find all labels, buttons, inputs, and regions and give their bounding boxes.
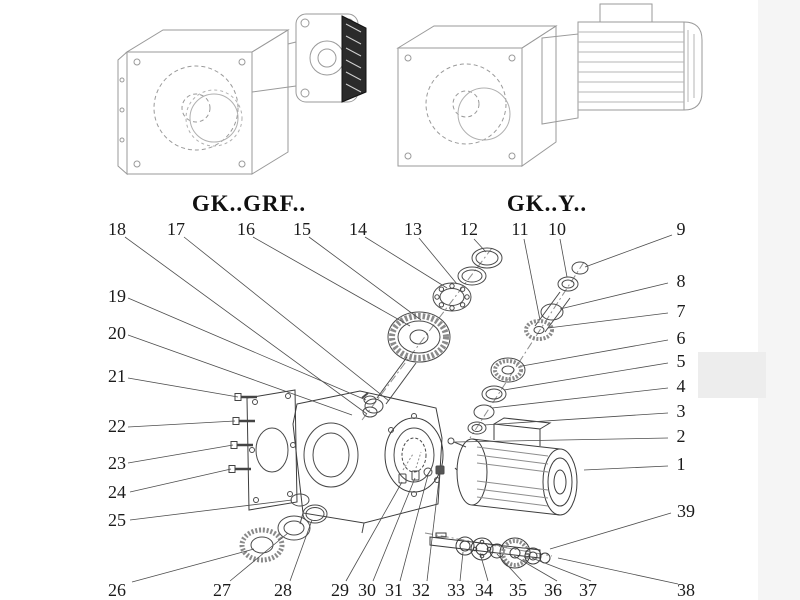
leader-line-14 bbox=[364, 236, 448, 289]
leader-line-11 bbox=[523, 238, 541, 321]
callout-14: 14 bbox=[349, 219, 367, 239]
leader-line-9 bbox=[584, 234, 673, 268]
leader-line-13 bbox=[418, 237, 458, 285]
callout-29: 29 bbox=[331, 580, 349, 600]
callout-10: 10 bbox=[548, 219, 566, 239]
leader-line-21 bbox=[127, 377, 239, 398]
leader-line-37 bbox=[531, 557, 592, 582]
leader-line-7 bbox=[547, 312, 669, 329]
callout-7: 7 bbox=[676, 301, 686, 321]
callout-12: 12 bbox=[460, 219, 478, 239]
callout-24: 24 bbox=[108, 482, 126, 502]
leader-line-36 bbox=[513, 555, 558, 582]
leader-line-22 bbox=[127, 420, 236, 428]
leader-line-27 bbox=[229, 532, 289, 582]
leader-line-30 bbox=[372, 477, 416, 582]
leader-line-1 bbox=[583, 465, 669, 471]
callout-18: 18 bbox=[108, 219, 126, 239]
leader-line-32 bbox=[426, 470, 441, 582]
callout-15: 15 bbox=[293, 219, 311, 239]
callout-19: 19 bbox=[108, 286, 126, 306]
callout-25: 25 bbox=[108, 510, 126, 530]
callout-5: 5 bbox=[676, 351, 686, 371]
leader-line-38 bbox=[557, 557, 679, 585]
leader-line-28 bbox=[289, 519, 313, 582]
callout-17: 17 bbox=[167, 219, 185, 239]
leader-line-20 bbox=[127, 334, 353, 416]
callout-9: 9 bbox=[676, 219, 686, 239]
right-margin-strip bbox=[758, 0, 800, 600]
variant-label-grf: GK..GRF.. bbox=[191, 191, 307, 216]
variant-label-y: GK..Y.. bbox=[506, 191, 588, 216]
callout-8: 8 bbox=[676, 271, 686, 291]
callout-31: 31 bbox=[385, 580, 403, 600]
leader-line-4 bbox=[491, 387, 669, 409]
leader-line-3 bbox=[483, 412, 669, 426]
leader-line-5 bbox=[503, 362, 669, 391]
gearbox-y-drawing bbox=[396, 3, 703, 167]
callout-21: 21 bbox=[108, 366, 126, 386]
gearbox-grf-drawing bbox=[117, 13, 367, 176]
leader-line-2 bbox=[454, 437, 669, 443]
leader-line-18 bbox=[124, 236, 368, 415]
callout-2: 2 bbox=[676, 426, 686, 446]
leader-line-12 bbox=[473, 238, 487, 253]
callout-1: 1 bbox=[676, 454, 686, 474]
exploded-view-drawing bbox=[228, 247, 589, 569]
callout-27: 27 bbox=[213, 580, 231, 600]
leader-line-39 bbox=[549, 512, 672, 550]
callout-30: 30 bbox=[358, 580, 376, 600]
watermark-patch bbox=[698, 352, 766, 398]
leader-lines bbox=[124, 234, 679, 585]
leader-line-24 bbox=[129, 468, 232, 493]
callout-6: 6 bbox=[676, 328, 686, 348]
callout-20: 20 bbox=[108, 323, 126, 343]
callout-33: 33 bbox=[447, 580, 465, 600]
callout-39: 39 bbox=[677, 501, 695, 521]
callout-32: 32 bbox=[412, 580, 430, 600]
callout-11: 11 bbox=[511, 219, 529, 239]
leader-line-34 bbox=[479, 552, 489, 582]
leader-line-19 bbox=[127, 297, 367, 401]
leader-line-16 bbox=[252, 236, 411, 327]
leader-line-15 bbox=[308, 236, 422, 321]
callout-34: 34 bbox=[475, 580, 493, 600]
callout-4: 4 bbox=[676, 376, 686, 396]
leader-line-6 bbox=[521, 339, 669, 367]
callout-36: 36 bbox=[544, 580, 562, 600]
callout-35: 35 bbox=[509, 580, 527, 600]
leader-line-25 bbox=[129, 499, 293, 521]
leader-line-17 bbox=[183, 236, 390, 402]
leader-line-33 bbox=[459, 551, 464, 582]
leader-line-8 bbox=[559, 282, 669, 310]
callout-23: 23 bbox=[108, 453, 126, 473]
callout-16: 16 bbox=[237, 219, 255, 239]
callout-28: 28 bbox=[274, 580, 292, 600]
leader-line-26 bbox=[131, 548, 255, 583]
callout-38: 38 bbox=[677, 580, 695, 600]
leader-line-10 bbox=[559, 238, 568, 278]
callout-26: 26 bbox=[108, 580, 126, 600]
leader-line-29 bbox=[345, 481, 403, 582]
callout-13: 13 bbox=[404, 219, 422, 239]
callout-22: 22 bbox=[108, 416, 126, 436]
callout-37: 37 bbox=[579, 580, 597, 600]
callout-3: 3 bbox=[676, 401, 686, 421]
leader-line-23 bbox=[127, 444, 234, 464]
leader-line-35 bbox=[496, 553, 523, 582]
leader-line-31 bbox=[399, 474, 429, 582]
